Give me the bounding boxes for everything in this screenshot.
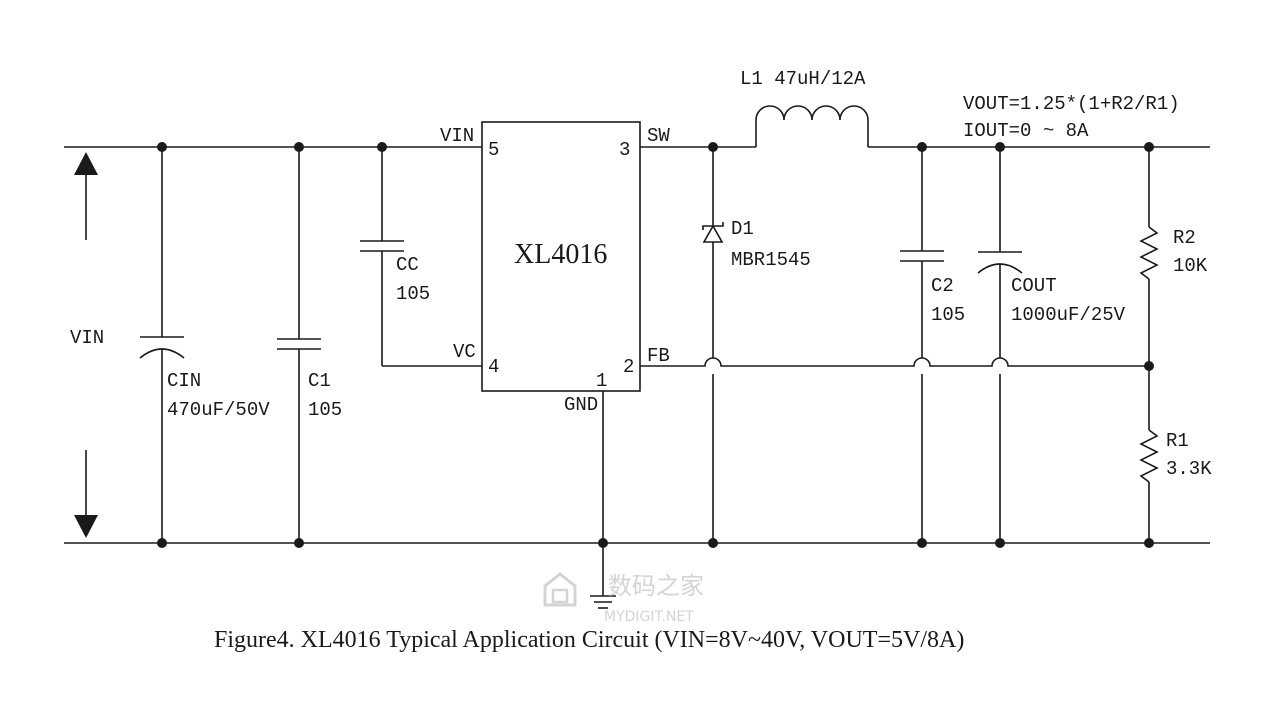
- l1-label: L1 47uH/12A: [740, 68, 866, 90]
- d1-value: MBR1545: [731, 249, 811, 271]
- iout-formula: IOUT=0 ~ 8A: [963, 120, 1089, 142]
- watermark-en: MYDIGIT.NET: [604, 609, 694, 625]
- c2-name: C2: [931, 275, 954, 297]
- cout-name: COUT: [1011, 275, 1057, 297]
- r1-value: 3.3K: [1166, 458, 1212, 480]
- pin-vc-number: 4: [488, 356, 499, 378]
- c1-capacitor: [277, 147, 321, 543]
- junction-dots: [157, 142, 1154, 548]
- r2-value: 10K: [1173, 255, 1208, 277]
- cc-capacitor: [360, 147, 482, 367]
- pin-gnd-number: 1: [596, 370, 607, 392]
- pin-vin-label: VIN: [440, 125, 474, 147]
- pin-vc-label: VC: [453, 341, 476, 363]
- xl4016-chip-body: [481, 121, 641, 392]
- vin-down-arrow: [74, 450, 98, 538]
- d1-diode: [702, 147, 724, 543]
- r1-resistor: [1139, 366, 1159, 543]
- watermark-logo-icon: [543, 572, 577, 607]
- l1-inductor: [755, 105, 869, 147]
- pin-sw-label: SW: [647, 125, 670, 147]
- pin-fb-label: FB: [647, 345, 670, 367]
- r1-name: R1: [1166, 430, 1189, 452]
- cout-capacitor: [977, 147, 1023, 543]
- input-voltage-label: VIN: [70, 327, 104, 349]
- cc-name: CC: [396, 254, 419, 276]
- cin-value: 470uF/50V: [167, 399, 270, 421]
- chip-name: XL4016: [514, 239, 607, 270]
- pin-fb-number: 2: [623, 356, 634, 378]
- pin-sw-number: 3: [619, 139, 630, 161]
- cin-name: CIN: [167, 370, 201, 392]
- c2-value: 105: [931, 304, 965, 326]
- pin-gnd-label: GND: [564, 394, 598, 416]
- c1-name: C1: [308, 370, 331, 392]
- cin-capacitor: [139, 147, 185, 543]
- c1-value: 105: [308, 399, 342, 421]
- fb-feedback-wire: [640, 357, 1149, 367]
- ground-icon: [590, 543, 616, 609]
- d1-name: D1: [731, 218, 754, 240]
- watermark: 数码之家 MYDIGIT.NET: [543, 572, 704, 625]
- r2-resistor: [1139, 147, 1159, 366]
- cc-value: 105: [396, 283, 430, 305]
- vin-up-arrow: [74, 152, 98, 240]
- figure-caption: Figure4. XL4016 Typical Application Circ…: [214, 627, 964, 653]
- cout-value: 1000uF/25V: [1011, 304, 1126, 326]
- pin-vin-number: 5: [488, 139, 499, 161]
- c2-capacitor: [900, 147, 944, 543]
- vout-formula: VOUT=1.25*(1+R2/R1): [963, 93, 1180, 115]
- watermark-cn: 数码之家: [608, 572, 704, 600]
- r2-name: R2: [1173, 227, 1196, 249]
